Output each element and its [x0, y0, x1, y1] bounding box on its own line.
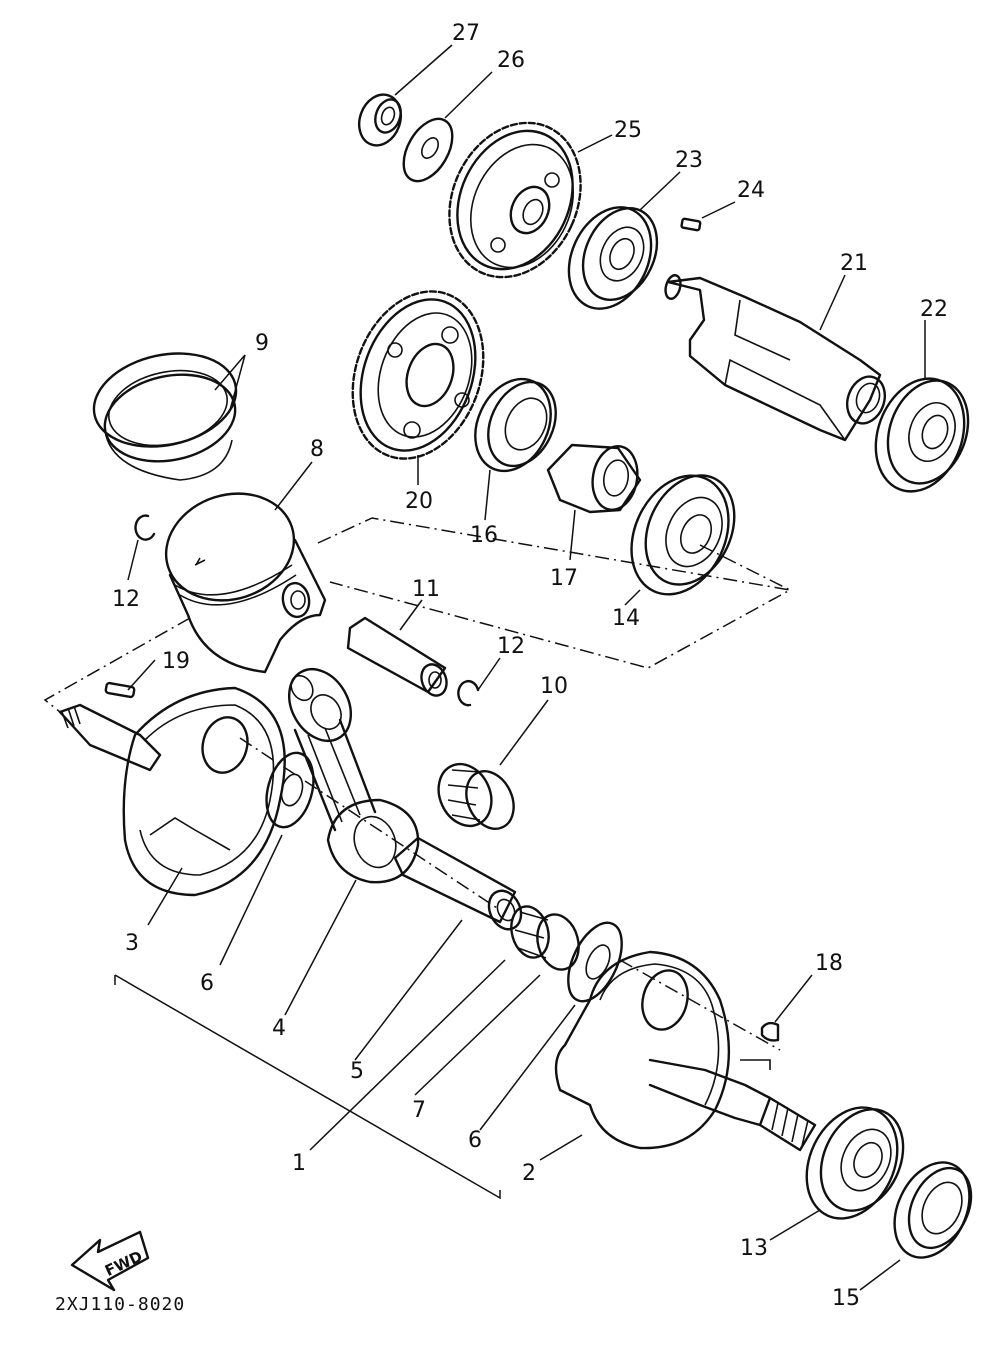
part-12-clip-upper	[134, 514, 156, 541]
callout-13: 13	[740, 1236, 768, 1261]
fwd-arrow: FWD	[70, 1230, 150, 1292]
part-4-connecting-rod	[287, 668, 420, 884]
part-7-needle-bearing	[510, 905, 580, 971]
callout-17: 17	[550, 566, 578, 591]
callout-3: 3	[125, 931, 139, 956]
part-6-washer-left	[265, 751, 315, 829]
part-11-piston-pin	[346, 616, 448, 697]
callout-15: 15	[832, 1286, 860, 1311]
callout-2: 2	[522, 1161, 536, 1186]
callout-18: 18	[815, 951, 843, 976]
part-24-key	[680, 217, 702, 232]
callout-23: 23	[675, 148, 703, 173]
callout-22: 22	[920, 297, 948, 322]
fwd-label: FWD	[102, 1247, 145, 1280]
callout-14: 14	[612, 606, 640, 631]
callout-21: 21	[840, 251, 868, 276]
part-27-nut	[358, 93, 402, 147]
part-25-primary-drive-gear	[448, 121, 582, 279]
callout-labels: 27 26 25 23 24 21 22 9 8 20 16 17 14 12 …	[112, 21, 948, 1311]
part-15-oil-seal	[893, 1161, 973, 1259]
callout-16: 16	[470, 523, 498, 548]
part-2-crank-right	[554, 950, 817, 1152]
part-18-key	[760, 1021, 780, 1042]
part-20-balancer-drive-gear	[351, 290, 485, 460]
part-22-bearing	[874, 377, 970, 493]
callout-20: 20	[405, 489, 433, 514]
callout-12-upper: 12	[112, 587, 140, 612]
callout-6-left: 6	[200, 971, 214, 996]
part-5-crank-pin	[393, 836, 523, 931]
crank-assembly-bracket	[114, 974, 501, 1200]
callout-26: 26	[497, 48, 525, 73]
callout-19: 19	[162, 649, 190, 674]
callout-5: 5	[350, 1059, 364, 1084]
part-23-bearing	[567, 206, 659, 310]
callout-6-right: 6	[468, 1128, 482, 1153]
leader-lines	[127, 44, 926, 1291]
callout-25: 25	[614, 118, 642, 143]
callout-9: 9	[255, 331, 269, 356]
part-14-bearing	[630, 474, 736, 596]
part-19-key	[104, 681, 136, 699]
callout-24: 24	[737, 178, 765, 203]
part-6-washer-right	[567, 921, 623, 1003]
part-9-piston-rings	[92, 352, 238, 481]
diagram-code: 2XJ110-8020	[55, 1294, 185, 1315]
callout-11: 11	[412, 577, 440, 602]
assembly-outlines	[43, 517, 793, 1051]
part-16-bearing	[474, 377, 557, 473]
part-12-clip-lower	[457, 680, 480, 707]
callout-4: 4	[272, 1016, 286, 1041]
part-3-crank-left	[58, 686, 286, 897]
callout-8: 8	[310, 437, 324, 462]
part-17-collar	[546, 443, 642, 514]
part-13-bearing	[805, 1106, 905, 1220]
part-10-needle-bearing	[437, 762, 515, 830]
part-8-piston	[164, 492, 327, 674]
part-26-lock-washer	[402, 117, 454, 183]
callout-27: 27	[452, 21, 480, 46]
callout-10: 10	[540, 674, 568, 699]
callout-7: 7	[412, 1098, 426, 1123]
part-21-balancer-shaft	[664, 274, 887, 442]
callout-12-lower: 12	[497, 634, 525, 659]
callout-1: 1	[292, 1151, 306, 1176]
